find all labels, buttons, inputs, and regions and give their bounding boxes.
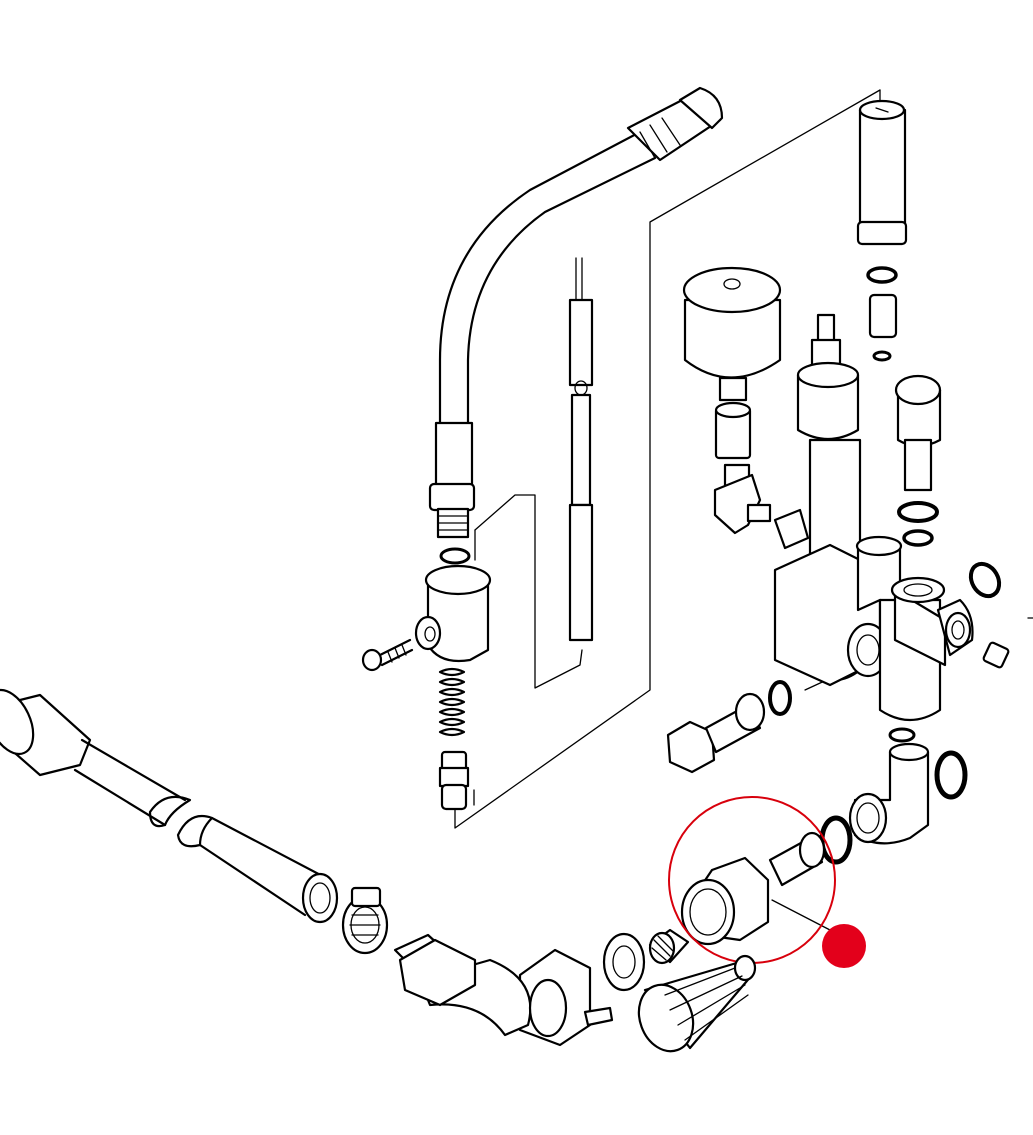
banjo-bolt xyxy=(666,680,792,774)
unloader-body xyxy=(773,313,890,687)
inlet-elbow xyxy=(819,727,968,865)
hose-connector xyxy=(393,933,614,1047)
valve-pin xyxy=(438,750,470,811)
callout-marker[interactable] xyxy=(822,924,866,968)
valve-tube xyxy=(856,99,942,547)
hose-clamp xyxy=(341,886,389,955)
spring xyxy=(438,667,466,737)
high-pressure-hose xyxy=(428,86,724,565)
washer xyxy=(602,932,646,992)
sensor-rod xyxy=(568,257,594,642)
screw xyxy=(361,638,414,672)
highlighted-fitting xyxy=(680,831,831,946)
conical-strainer xyxy=(637,954,757,1053)
pressure-accumulator xyxy=(682,266,782,460)
distribution-block xyxy=(855,535,1010,721)
filter-strainer xyxy=(648,928,690,965)
valve-holder xyxy=(414,564,492,663)
suction-hose xyxy=(0,688,339,924)
elbow-fitting xyxy=(713,463,772,535)
